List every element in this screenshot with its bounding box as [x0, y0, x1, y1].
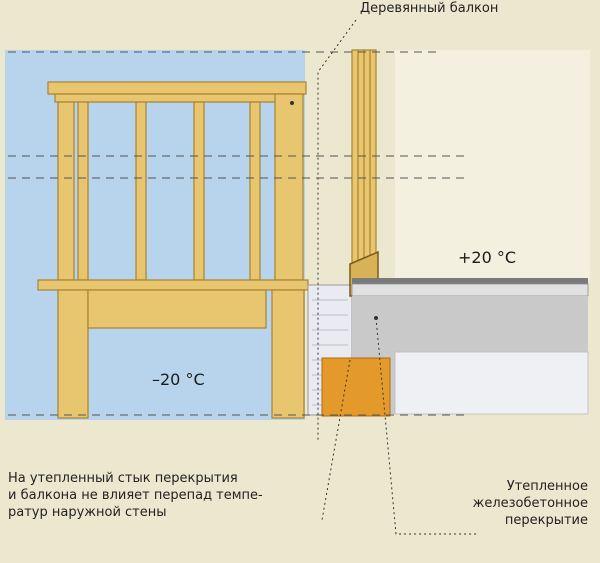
leader-junction: [321, 359, 351, 521]
leader-dot: [290, 101, 294, 105]
door-frame: [351, 49, 377, 265]
note-slab: Утепленное железобетонное перекрытие: [473, 478, 588, 529]
balcony-railing: [47, 81, 307, 281]
note-joint-line: На утепленный стык перекрытия: [8, 471, 238, 486]
railing-baluster: [249, 101, 261, 281]
ceiling-plaster: [394, 351, 589, 415]
note-slab-line: железобетонное: [472, 496, 588, 511]
railing-baluster: [77, 101, 89, 281]
balcony-support-left: [57, 289, 89, 419]
floor-surface: [352, 278, 588, 284]
slab-edge-beam: [321, 357, 391, 417]
railing-post-right: [274, 93, 304, 281]
railing-top-rail: [47, 81, 307, 95]
note-joint-line: и балкона не влияет перепад темпе-: [8, 488, 263, 503]
railing-handrail: [54, 93, 296, 103]
balcony-beam: [87, 289, 267, 329]
note-slab-line: Утепленное: [506, 479, 588, 494]
label-wooden-balcony: Деревянный балкон: [360, 1, 499, 16]
railing-baluster: [193, 101, 205, 281]
label-temp-outside: –20 °C: [152, 370, 205, 389]
label-temp-inside: +20 °C: [458, 248, 517, 267]
dashed-guides: [8, 51, 470, 416]
railing-baluster: [135, 101, 147, 281]
leader-slab: [375, 317, 478, 535]
balcony-deck: [37, 279, 309, 291]
leader-lines: [317, 19, 478, 535]
balcony-support-right: [271, 289, 305, 419]
balcony-structure: [37, 279, 309, 419]
note-joint: На утепленный стык перекрытия и балкона …: [8, 470, 263, 521]
concrete-slab: [352, 296, 588, 354]
leader-balcony: [317, 19, 357, 440]
railing-post-left: [57, 101, 75, 281]
floor-screed: [351, 283, 589, 297]
note-joint-line: ратур наружной стены: [8, 505, 167, 520]
room-interior: [395, 50, 590, 280]
leader-dot: [374, 316, 378, 320]
note-slab-line: перекрытие: [504, 513, 588, 528]
